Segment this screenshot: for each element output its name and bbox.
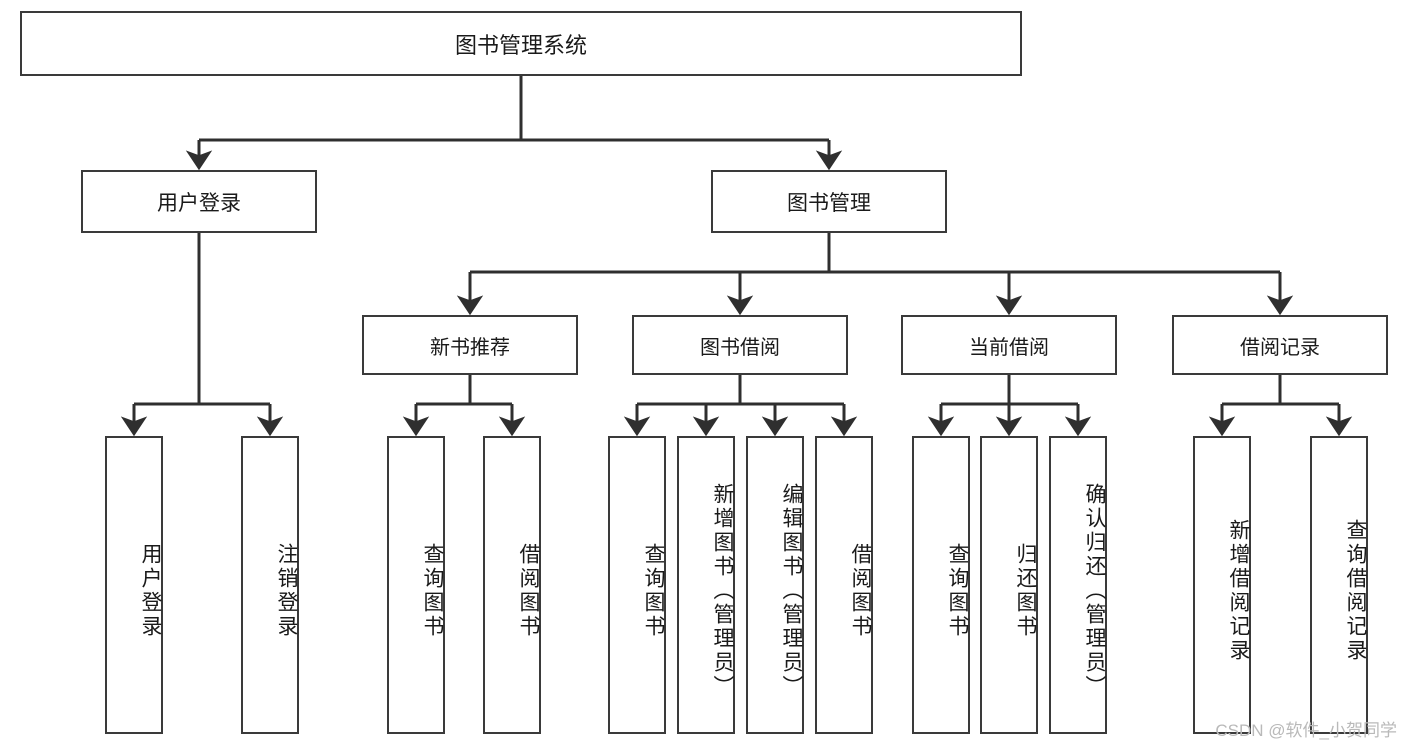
node-label: 新书推荐 [430,336,510,359]
node-sub-borrow-record[interactable]: 借阅记录 [1172,315,1388,375]
node-label: 用户登录 [157,191,241,215]
csdn-watermark: CSDN @软件_小贺同学 [1215,721,1397,740]
node-label: 借阅图书 [849,543,872,639]
node-sub-book-borrow[interactable]: 图书借阅 [632,315,848,375]
node-leaf-record-query-borrow-record[interactable]: 查询借阅记录 [1310,436,1368,734]
node-label: 借阅图书 [517,543,540,639]
node-label: 新增借阅记录 [1227,519,1250,663]
node-label: 确认归还（管理员） [1083,483,1106,699]
node-label: 借阅记录 [1240,336,1320,359]
node-label: 查询图书 [642,543,665,639]
node-branch-user-login[interactable]: 用户登录 [81,170,317,233]
node-leaf-current-query-book[interactable]: 查询图书 [912,436,970,734]
node-label: 图书管理系统 [454,32,587,58]
node-label: 注销登录 [275,543,298,639]
node-label: 用户登录 [139,543,162,639]
node-label: 查询借阅记录 [1344,519,1367,663]
node-leaf-recommend-query-book[interactable]: 查询图书 [387,436,445,734]
node-sub-new-book-recommend[interactable]: 新书推荐 [362,315,578,375]
node-leaf-borrow-edit-book-admin[interactable]: 编辑图书（管理员） [746,436,804,734]
node-leaf-borrow-query-book[interactable]: 查询图书 [608,436,666,734]
node-leaf-user-logout[interactable]: 注销登录 [241,436,299,734]
node-label: 图书借阅 [700,336,780,359]
node-label: 当前借阅 [969,336,1049,359]
node-label: 新增图书（管理员） [711,483,734,699]
node-label: 查询图书 [421,543,444,639]
node-branch-book-management[interactable]: 图书管理 [711,170,947,233]
node-leaf-borrow-add-book-admin[interactable]: 新增图书（管理员） [677,436,735,734]
node-label: 归还图书 [1014,543,1037,639]
node-leaf-user-login[interactable]: 用户登录 [105,436,163,734]
node-leaf-recommend-borrow-book[interactable]: 借阅图书 [483,436,541,734]
node-root-system[interactable]: 图书管理系统 [20,11,1022,76]
node-leaf-borrow-borrow-book[interactable]: 借阅图书 [815,436,873,734]
node-leaf-current-return-book[interactable]: 归还图书 [980,436,1038,734]
node-label: 查询图书 [946,543,969,639]
node-label: 编辑图书（管理员） [780,483,803,699]
node-leaf-current-confirm-return-admin[interactable]: 确认归还（管理员） [1049,436,1107,734]
node-sub-current-borrow[interactable]: 当前借阅 [901,315,1117,375]
node-leaf-record-add-borrow-record[interactable]: 新增借阅记录 [1193,436,1251,734]
node-label: 图书管理 [787,191,871,215]
